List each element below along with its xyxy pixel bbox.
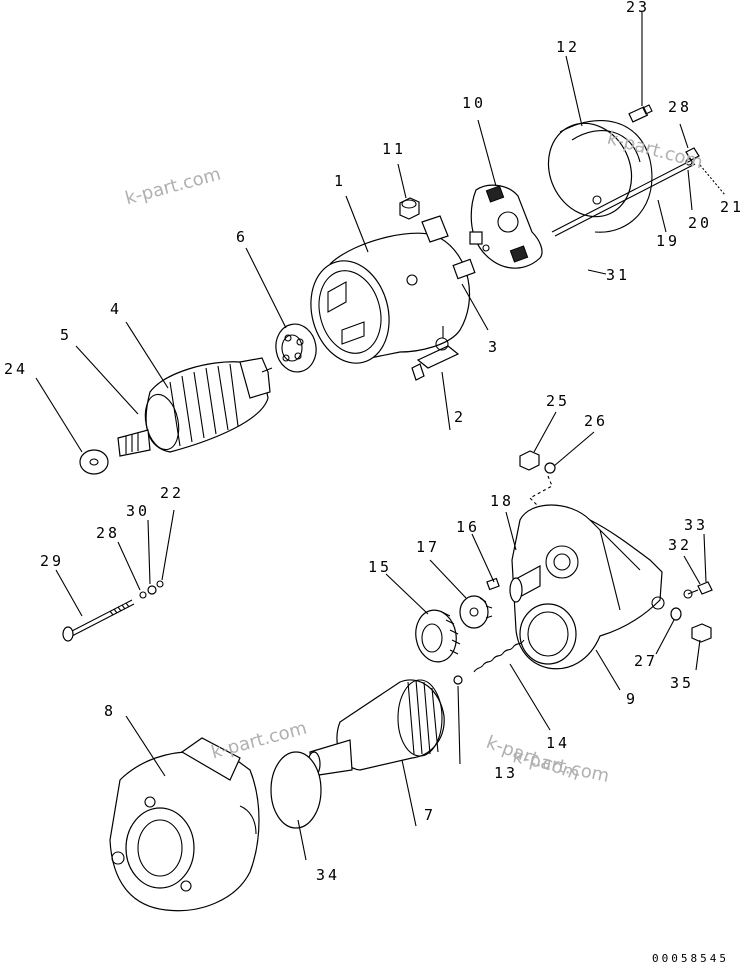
document-number: 00058545 — [652, 952, 729, 965]
callout-28-left: 28 — [96, 524, 121, 542]
part-10-brush-holder — [469, 184, 543, 269]
part-32-washer — [683, 589, 693, 599]
part-27-washer — [670, 607, 682, 621]
callout-33: 33 — [684, 516, 709, 534]
part-24-washer — [79, 449, 109, 475]
part-16-pin — [486, 577, 500, 591]
callout-10: 10 — [462, 94, 487, 112]
callout-32: 32 — [668, 536, 693, 554]
callout-11: 11 — [382, 140, 407, 158]
callout-8: 8 — [104, 702, 117, 720]
callout-27: 27 — [634, 652, 659, 670]
part-19-bolt — [551, 159, 693, 233]
callout-19: 19 — [656, 232, 681, 250]
part-28-30-22-washers — [139, 580, 164, 599]
callout-28-top: 28 — [668, 98, 693, 116]
part-25-nut — [519, 450, 540, 471]
callout-3: 3 — [488, 338, 501, 356]
callout-31: 31 — [606, 266, 631, 284]
part-17-gear — [459, 595, 493, 629]
callout-20: 20 — [688, 214, 713, 232]
callout-16: 16 — [456, 518, 481, 536]
callout-29: 29 — [40, 552, 65, 570]
callout-22: 22 — [160, 484, 185, 502]
callout-9: 9 — [626, 690, 639, 708]
part-26-washer — [544, 462, 556, 474]
callout-15: 15 — [368, 558, 393, 576]
part-11-nut — [399, 197, 420, 220]
part-29-bolt — [62, 599, 135, 642]
part-4-armature — [117, 357, 273, 457]
part-28-20-21-small-parts — [685, 147, 726, 196]
callout-17: 17 — [416, 538, 441, 556]
part-35-nut — [691, 623, 712, 643]
part-14-spring — [473, 639, 525, 673]
part-7-pinion-clutch — [307, 679, 445, 777]
callout-18: 18 — [490, 492, 515, 510]
callout-1: 1 — [334, 172, 347, 190]
callout-26: 26 — [584, 412, 609, 430]
part-9-housing — [509, 504, 665, 670]
part-8-front-housing — [109, 737, 260, 912]
callout-2: 2 — [454, 408, 467, 426]
part-13-ball — [453, 675, 463, 685]
callout-34: 34 — [316, 866, 341, 884]
callout-21: 21 — [720, 198, 745, 216]
part-15-gear — [415, 609, 461, 663]
callout-25: 25 — [546, 392, 571, 410]
part-33-bolt — [687, 581, 713, 595]
callout-23: 23 — [626, 0, 651, 16]
part-34-o-ring — [270, 751, 322, 829]
callout-30: 30 — [126, 502, 151, 520]
part-6-bearing — [275, 323, 317, 373]
callout-13: 13 — [494, 764, 519, 782]
callout-24: 24 — [4, 360, 29, 378]
callout-14: 14 — [546, 734, 571, 752]
callout-6: 6 — [236, 228, 249, 246]
callout-7: 7 — [424, 806, 437, 824]
leader-lines — [35, 12, 707, 861]
part-1-yoke — [310, 215, 476, 364]
part-23-screw — [628, 104, 653, 123]
callout-4: 4 — [110, 300, 123, 318]
part-2-terminal — [411, 326, 460, 381]
callout-35: 35 — [670, 674, 695, 692]
callout-5: 5 — [60, 326, 73, 344]
callout-12: 12 — [556, 38, 581, 56]
part-12-cover — [547, 120, 653, 233]
